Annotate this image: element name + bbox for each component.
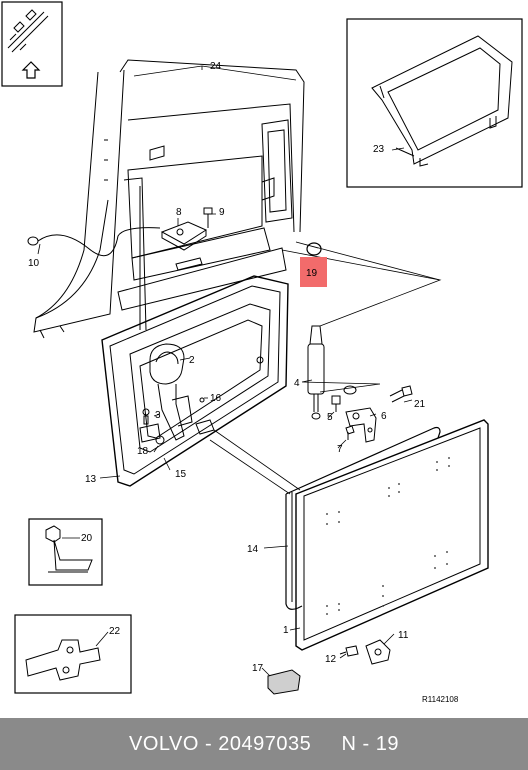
callout-19: 19	[306, 268, 318, 279]
hatch-panel-1	[295, 419, 489, 651]
callout-21: 21	[414, 399, 426, 410]
callout-4: 4	[294, 378, 300, 389]
callout-labels: 24 23 8 9 10 19 2 4 16 21 3 5 6 7 18 15 …	[28, 61, 459, 704]
callout-2: 2	[189, 355, 195, 366]
callout-6: 6	[381, 411, 387, 422]
bracket-8	[160, 207, 213, 251]
detail-inset-23	[346, 18, 523, 188]
bolt-21	[389, 385, 413, 403]
cable-10	[27, 227, 161, 257]
callout-5: 5	[327, 412, 333, 423]
gas-strut-4	[307, 325, 325, 420]
callout-8: 8	[176, 207, 182, 218]
seal-14	[285, 426, 441, 610]
footer-ref: N - 19	[341, 732, 399, 755]
callout-12: 12	[325, 654, 337, 665]
callout-7: 7	[337, 444, 343, 455]
exploded-parts-diagram: 24 23 8 9 10 19 2 4 16 21 3 5 6 7 18 15 …	[1, 1, 523, 704]
arrow-up-icon	[21, 61, 41, 79]
callout-13: 13	[85, 474, 97, 485]
fitting-5	[331, 385, 357, 412]
footer-part-number: 20497035	[218, 732, 312, 755]
detail-inset-22	[14, 614, 132, 694]
callout-3: 3	[155, 410, 161, 421]
footer-spacer	[311, 733, 341, 755]
footer-bar: VOLVO - 20497035 N - 19	[0, 718, 528, 770]
footer-caption: VOLVO - 20497035 N - 19	[129, 733, 399, 756]
cab-structure	[33, 59, 305, 339]
callout-17: 17	[252, 663, 264, 674]
hinge-assembly	[139, 343, 215, 445]
callout-14: 14	[247, 544, 259, 555]
callout-15: 15	[175, 469, 187, 480]
callout-1: 1	[283, 625, 289, 636]
highlight-19	[300, 257, 327, 287]
frame-13	[101, 275, 289, 487]
callout-11: 11	[398, 630, 409, 641]
callout-9: 9	[219, 207, 225, 218]
callout-18: 18	[137, 446, 149, 457]
callout-22: 22	[109, 626, 121, 637]
leader-lines	[37, 65, 442, 677]
drawing-reference: R1142108	[422, 695, 459, 704]
detail-inset-20	[28, 518, 103, 586]
bracket-6	[345, 407, 377, 443]
orientation-inset	[1, 1, 63, 87]
rubber-stop-17	[267, 669, 301, 695]
footer-separator: -	[198, 732, 219, 755]
bolt-12	[339, 645, 359, 657]
callout-23: 23	[373, 144, 385, 155]
callout-10: 10	[28, 258, 40, 269]
callout-24: 24	[210, 61, 222, 72]
callout-20: 20	[81, 533, 93, 544]
callout-16: 16	[210, 393, 222, 404]
latch-11	[365, 639, 391, 665]
footer-brand: VOLVO	[129, 732, 199, 755]
seal-ring-19	[306, 242, 322, 256]
